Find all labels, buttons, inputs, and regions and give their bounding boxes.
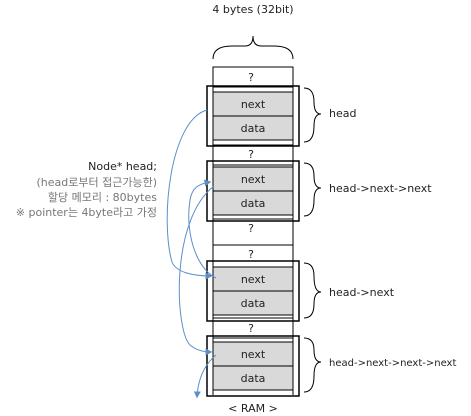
node-brace [303, 262, 322, 319]
node-label-head-next-next: head->next->next [329, 182, 432, 195]
node-head: next data [206, 85, 300, 147]
next-cell [212, 341, 294, 367]
next-label: next [241, 173, 266, 186]
next-cell [212, 91, 294, 117]
data-label: data [241, 372, 266, 385]
node-head-next: next data [206, 260, 300, 322]
data-label: data [241, 297, 266, 310]
node-label-head: head [329, 107, 356, 120]
ram-label: < RAM > [228, 402, 278, 415]
data-cell [212, 365, 294, 391]
data-cell [212, 115, 294, 141]
data-label: data [241, 122, 266, 135]
next-cell [212, 166, 294, 192]
node-outline [206, 85, 300, 147]
node-head-next-next-next: next data [206, 335, 300, 397]
data-label: data [241, 197, 266, 210]
node-label-head-next: head->next [329, 286, 395, 299]
note-line-4: ※ pointer는 4byte라고 가정 [16, 206, 157, 219]
node-brace [303, 87, 322, 143]
pointer-arrow [193, 354, 217, 399]
node-outline [206, 160, 300, 222]
unknown-mark: ? [248, 71, 254, 84]
pointer-arrow [178, 185, 215, 356]
width-title: 4 bytes (32bit) [212, 3, 293, 16]
unknown-mark: ? [248, 222, 254, 235]
memory-slot [212, 218, 294, 246]
next-label: next [241, 348, 266, 361]
node-brace [303, 162, 322, 217]
node-outline [206, 335, 300, 397]
note-line-3: 할당 메모리 : 80bytes [48, 191, 157, 204]
data-cell [212, 190, 294, 216]
node-label-head-next-next-next: head->next->next->next [329, 358, 456, 369]
pointer-arrow [166, 109, 213, 280]
data-cell [212, 290, 294, 316]
unknown-mark: ? [248, 248, 254, 261]
node-head-next-next: next data [206, 160, 300, 222]
pointer-arrow [188, 179, 217, 279]
next-label: next [241, 98, 266, 111]
next-label: next [241, 273, 266, 286]
note-line-2: (head로부터 접근가능한) [36, 176, 157, 189]
note-line-1: Node* head; [88, 160, 157, 173]
unknown-mark: ? [248, 148, 254, 161]
node-brace [303, 337, 322, 393]
unknown-mark: ? [248, 322, 254, 335]
node-outline [206, 260, 300, 322]
width-brace [212, 35, 294, 60]
